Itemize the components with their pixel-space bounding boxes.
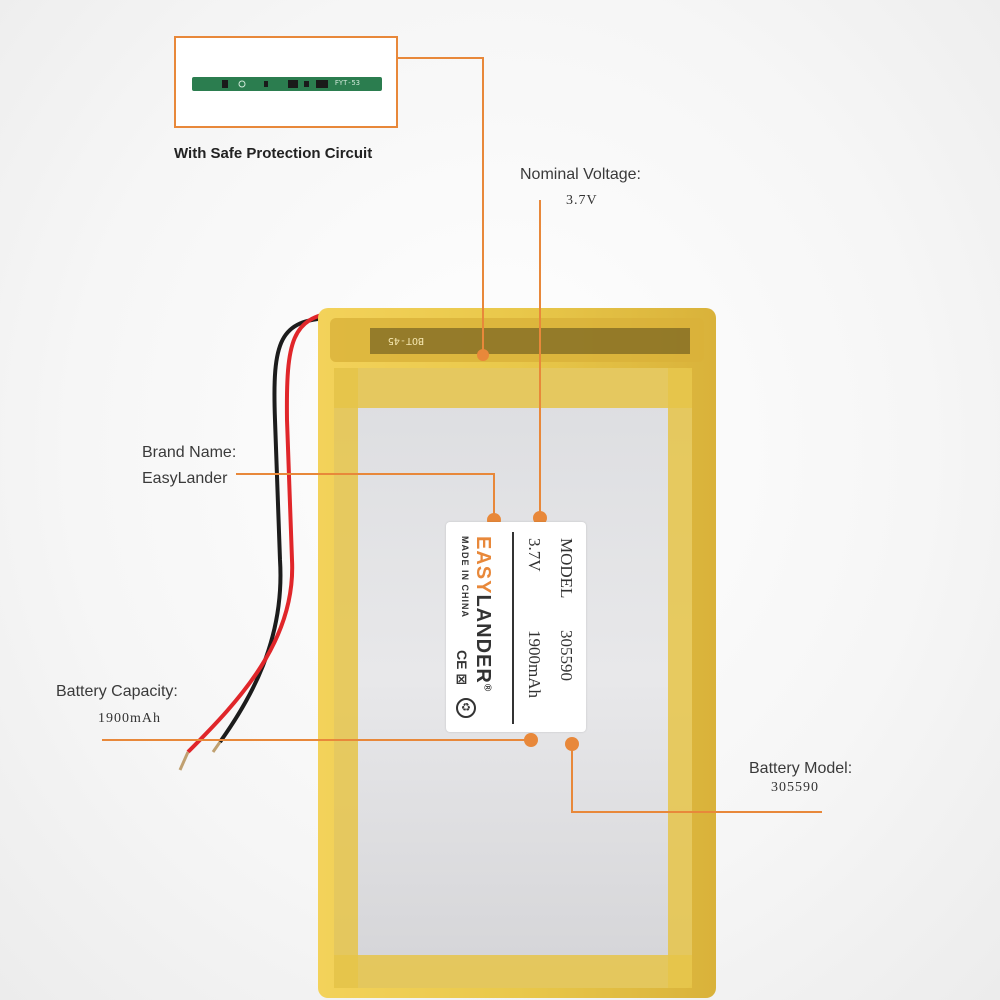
brand-label: Brand Name: [142, 444, 237, 461]
battery-label-sticker: EASYLANDER® MADE IN CHINA CE ⊠ ♻ 3.7V 19… [446, 522, 586, 732]
recycle-icon: ♻ [456, 698, 476, 718]
pcb-chip-text: FYT-53 [334, 79, 360, 87]
sticker-made-in: MADE IN CHINA [460, 536, 470, 618]
registered-mark: ® [481, 683, 493, 693]
sticker-capacity: 1900mAh [525, 630, 544, 698]
model-label: Battery Model: [749, 760, 853, 777]
pcb-components [222, 80, 328, 88]
pcb-strip-image: FYT-53 [192, 77, 382, 91]
sticker-model-label: MODEL [557, 538, 576, 599]
sticker-voltage: 3.7V [525, 538, 544, 572]
model-value: 305590 [771, 780, 819, 795]
brand-value: EasyLander [142, 470, 228, 487]
sticker-divider [512, 532, 514, 724]
sticker-model-value: 305590 [557, 630, 576, 681]
capacity-label: Battery Capacity: [56, 683, 178, 700]
protection-circuit-inset: FYT-53 [174, 36, 398, 128]
voltage-value: 3.7V [566, 193, 598, 208]
pcb-caption: With Safe Protection Circuit [174, 145, 373, 162]
sticker-brand-easy: EASY [472, 536, 494, 595]
sticker-marks: CE ⊠ [454, 650, 470, 686]
voltage-label: Nominal Voltage: [520, 166, 641, 183]
sticker-brand: EASYLANDER® [471, 536, 494, 692]
capacity-value: 1900mAh [98, 711, 161, 726]
battery-pcb-text: BOT-45 [388, 335, 424, 346]
sticker-brand-lander: LANDER [472, 594, 494, 684]
